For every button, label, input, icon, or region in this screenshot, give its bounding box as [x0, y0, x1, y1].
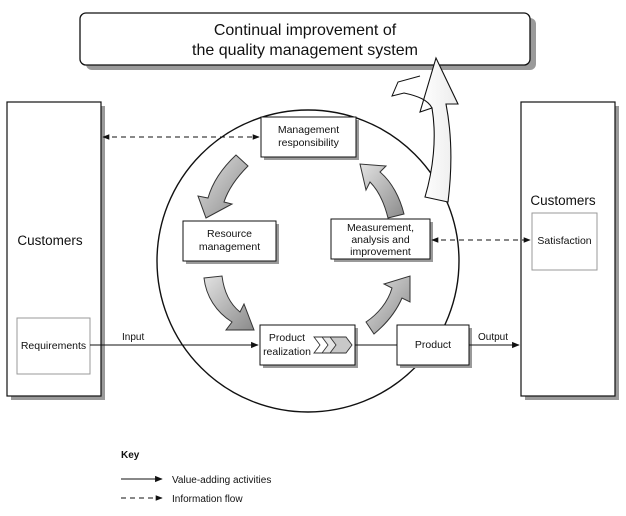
chevrons-icon	[313, 336, 353, 354]
resource-management-box: Resource management	[182, 220, 279, 264]
requirements-box	[16, 317, 91, 375]
legend: Key Value-adding activities Information …	[121, 450, 271, 505]
left-customers-panel: Customers Requirements	[6, 101, 105, 400]
banner-line-1: Continual improvement of	[214, 22, 397, 39]
realization-line-2: realization	[263, 346, 311, 358]
cycle-arrow-top-left	[197, 154, 249, 219]
measurement-line-2: analysis and	[351, 234, 410, 246]
legend-information: Information flow	[172, 494, 243, 505]
legend-value-adding: Value-adding activities	[172, 475, 271, 486]
output-flow: Output	[469, 332, 520, 349]
cycle-arrow-top-right	[359, 163, 405, 219]
satisfaction-label: Satisfaction	[537, 235, 591, 247]
realization-line-1: Product	[269, 332, 305, 344]
input-flow: Input	[90, 332, 259, 349]
banner-box: Continual improvement of the quality man…	[79, 12, 536, 70]
resource-line-2: management	[199, 241, 260, 253]
cycle-arrow-bottom-right	[365, 275, 411, 335]
input-label: Input	[122, 332, 144, 343]
resource-line-1: Resource	[207, 228, 252, 240]
measurement-line-1: Measurement,	[347, 222, 414, 234]
management-line-2: responsibility	[278, 137, 339, 149]
output-label: Output	[478, 332, 508, 343]
product-label: Product	[415, 339, 451, 351]
management-line-1: Management	[278, 124, 339, 136]
requirements-label: Requirements	[21, 340, 86, 352]
left-customers-title: Customers	[17, 233, 83, 248]
satisfaction-box	[531, 212, 598, 271]
right-customers-title: Customers	[530, 193, 596, 208]
management-responsibility-box: Management responsibility	[260, 116, 359, 160]
cycle-arrow-bottom-left	[203, 275, 255, 331]
right-customers-panel: Customers Satisfaction	[520, 101, 619, 400]
product-box: Product	[396, 324, 472, 368]
measurement-line-3: improvement	[350, 246, 411, 258]
measurement-analysis-box: Measurement, analysis and improvement	[330, 218, 433, 262]
banner-line-2: the quality management system	[192, 42, 418, 59]
legend-title: Key	[121, 450, 140, 461]
improvement-arrow	[391, 56, 459, 203]
product-realization-box: Product realization	[259, 324, 358, 368]
